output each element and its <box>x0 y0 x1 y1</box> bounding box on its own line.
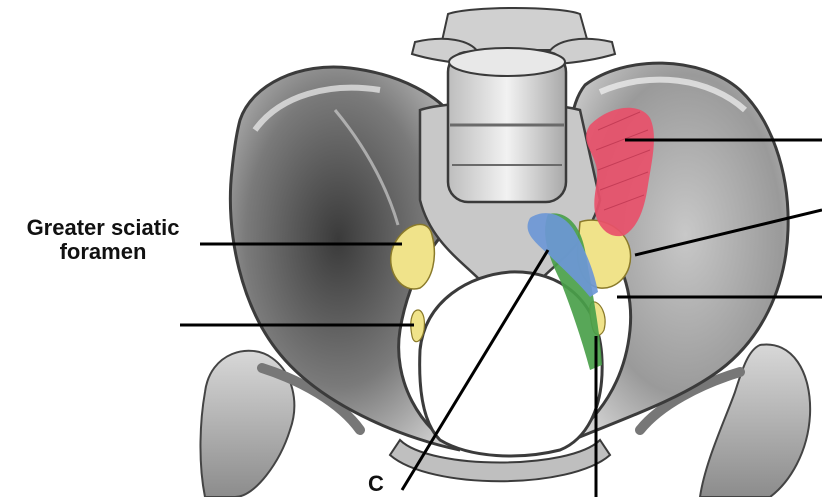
label-bottom-partial: C <box>296 472 456 496</box>
label-gsf-line1: Greater sciatic <box>8 216 198 240</box>
label-gsf-line2: foramen <box>8 240 198 264</box>
label-greater-sciatic-foramen: Greater sciatic foramen <box>8 216 198 264</box>
